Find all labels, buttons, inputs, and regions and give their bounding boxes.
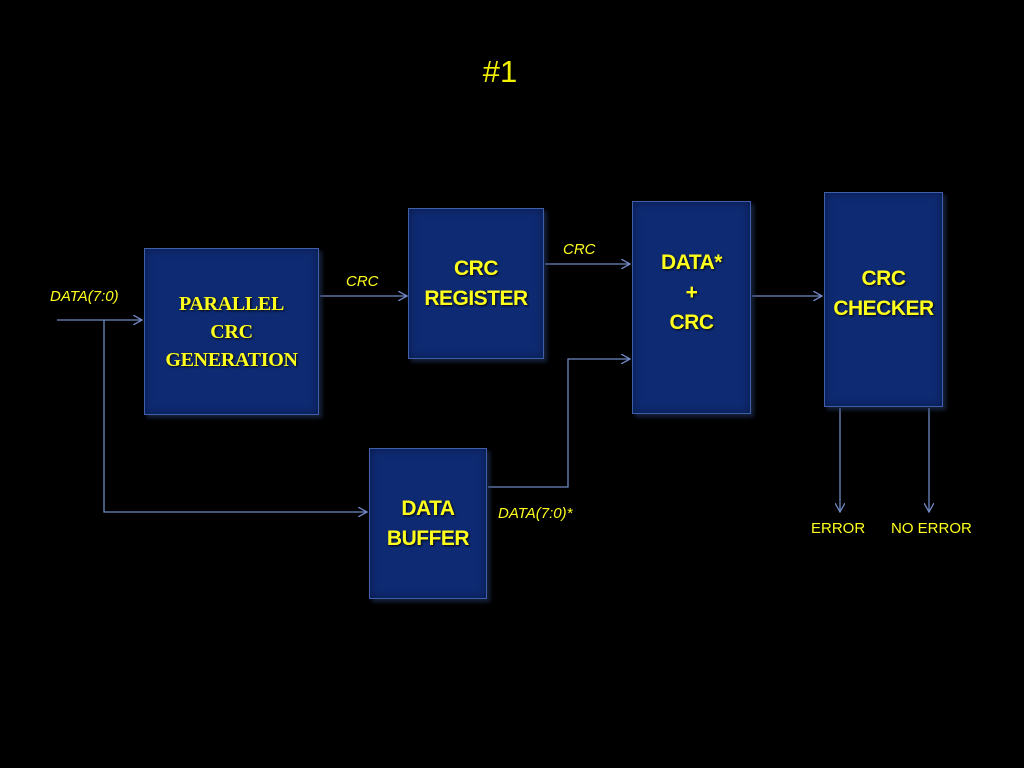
- crc-register-label: CRC REGISTER: [424, 256, 528, 310]
- slide-title: #1: [482, 54, 518, 89]
- data-buffer-block: DATA BUFFER: [369, 448, 487, 599]
- data-buffer-label: DATA BUFFER: [386, 496, 470, 550]
- crc-checker-label: CRC CHECKER: [833, 266, 934, 320]
- wire-buffer-to-merge: [488, 359, 630, 488]
- crc-label-1: CRC: [346, 273, 379, 290]
- crc-label-2: CRC: [563, 241, 596, 258]
- parallel-crc-generation-block: PARALLEL CRC GENERATION: [144, 248, 319, 415]
- data-crc-label: DATA* + CRC: [661, 250, 722, 334]
- crc-register-block: CRC REGISTER: [408, 208, 544, 359]
- data-crc-block: DATA* + CRC: [632, 201, 751, 414]
- no-error-label: NO ERROR: [891, 520, 972, 537]
- error-label: ERROR: [811, 520, 866, 537]
- crc-checker-block: CRC CHECKER: [824, 192, 943, 407]
- data-in-label: DATA(7:0): [50, 288, 119, 305]
- data-star-label: DATA(7:0)*: [498, 505, 573, 522]
- parallel-crc-generation-label: PARALLEL CRC GENERATION: [165, 292, 298, 371]
- wire-data-to-buffer: [103, 320, 367, 512]
